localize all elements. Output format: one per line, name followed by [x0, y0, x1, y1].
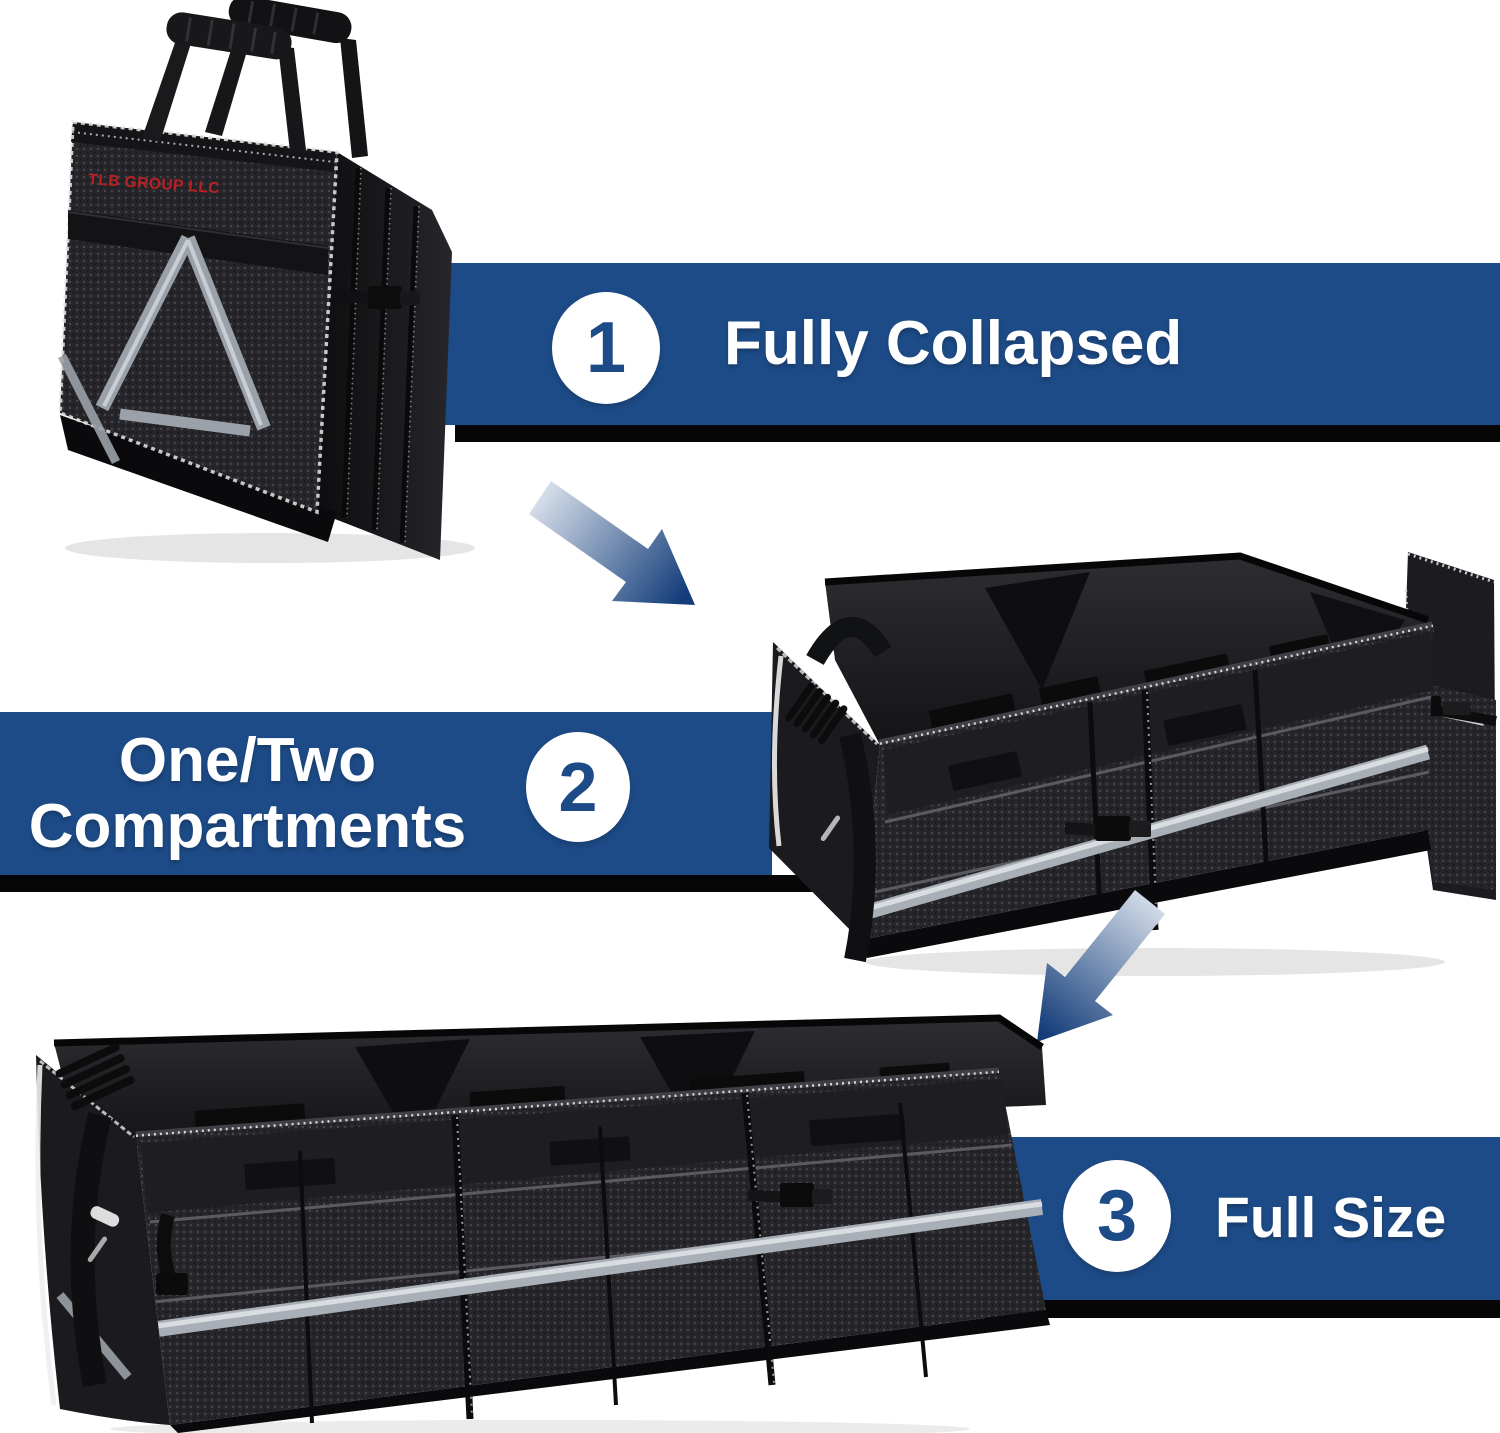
corrugated-grip — [55, 1043, 135, 1111]
bag-base — [60, 415, 337, 542]
step3-number: 3 — [1096, 1176, 1138, 1256]
front-mesh-face — [860, 627, 1433, 958]
step1-number: 1 — [585, 308, 627, 388]
left-end-panel — [35, 1043, 170, 1425]
step3-label: Full Size — [1215, 1186, 1447, 1250]
photo-full-size — [35, 1014, 1050, 1433]
compartment-divider-1 — [355, 1039, 470, 1150]
step2-banner — [0, 712, 772, 875]
photo-two-compartments — [769, 552, 1497, 976]
arrow-down-right-icon — [529, 481, 695, 605]
bag-shadow — [65, 533, 475, 563]
pocket-velcro — [948, 704, 1247, 791]
step2-banner-shadow-stripe — [0, 875, 860, 892]
hanging-strap — [70, 1112, 112, 1388]
bag-front-panel: TLB GROUP LLC — [57, 120, 339, 515]
front-buckle — [1064, 816, 1151, 841]
bag-folded-side — [317, 152, 452, 560]
step2-label-line2: Compartments — [28, 791, 467, 861]
step1-label: Fully Collapsed — [724, 309, 1183, 378]
bag-rear-handle — [205, 0, 368, 158]
front-buckle — [747, 1183, 832, 1207]
brand-mark — [87, 1236, 108, 1263]
compartment-divider — [985, 572, 1090, 690]
arrow-two-to-full — [1037, 890, 1165, 1042]
front-mesh-face — [136, 1073, 1050, 1433]
step1-banner-shadow-stripe — [455, 425, 1500, 442]
left-end-panel — [769, 616, 892, 963]
step2-label-line1: One/Two — [118, 725, 377, 795]
white-handle-tab — [90, 1206, 120, 1227]
step2-label: One/Two Compartments — [15, 722, 480, 865]
reflective-stripe — [148, 1199, 1044, 1338]
brand-mark — [820, 815, 841, 842]
arrow-collapsed-to-two — [529, 481, 695, 605]
step3-number-badge: 3 — [1063, 1160, 1171, 1272]
hanging-strap — [839, 732, 876, 963]
organizer-shadow — [110, 1420, 970, 1433]
side-buckle — [339, 286, 420, 309]
step2-number: 2 — [558, 748, 598, 826]
step1-number-badge: 1 — [552, 292, 660, 404]
step3-banner-shadow-stripe — [905, 1300, 1500, 1318]
step3-banner — [950, 1137, 1500, 1300]
dangling-buckle — [156, 1213, 188, 1295]
pocket-velcro — [244, 1113, 906, 1190]
reflective-triangle — [57, 234, 271, 465]
corrugated-grip — [785, 682, 848, 745]
arrow-down-left-icon — [1037, 890, 1165, 1042]
carry-handle — [806, 616, 892, 666]
step2-number-badge: 2 — [526, 732, 630, 842]
organizer-shadow — [865, 948, 1445, 976]
bag-front-handle — [142, 12, 306, 152]
photo-fully-collapsed-bag: TLB GROUP LLC — [57, 0, 475, 563]
